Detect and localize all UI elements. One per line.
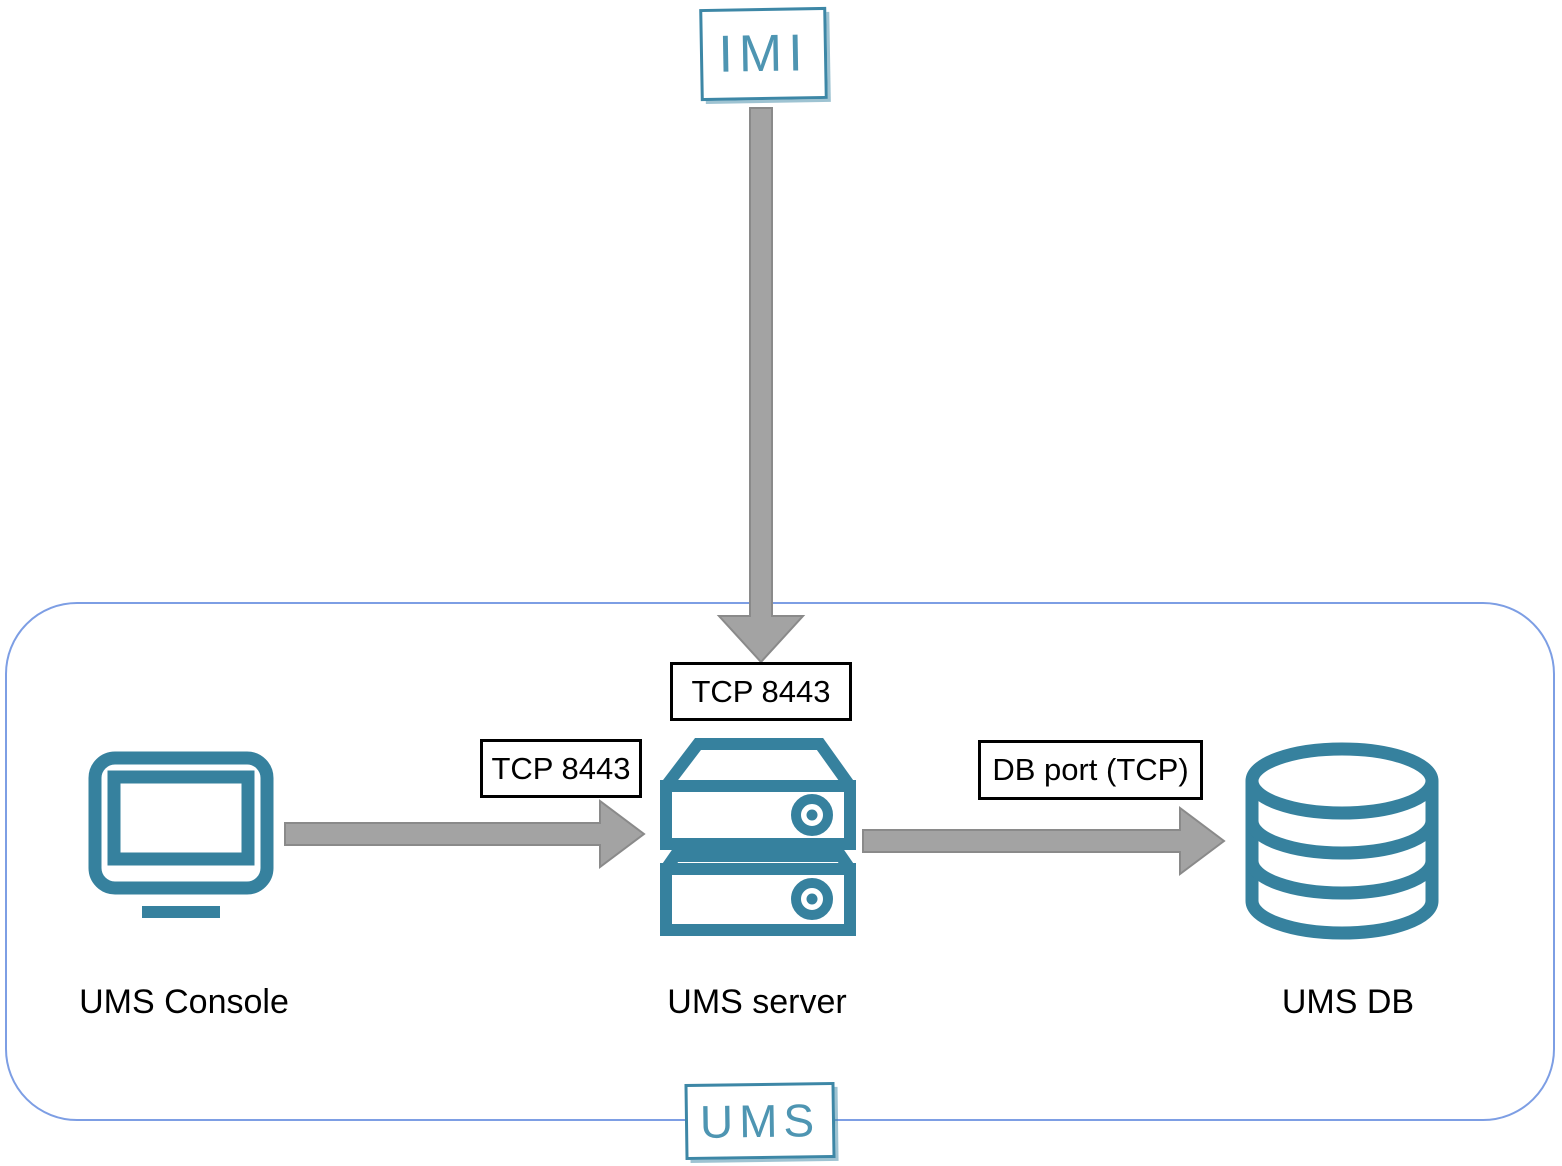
port-label-imi-to-server: TCP 8443 — [670, 662, 852, 721]
ums-group-node: UMS — [684, 1081, 836, 1161]
database-icon — [1245, 742, 1439, 940]
monitor-icon — [88, 751, 274, 918]
node-label-ums-db: UMS DB — [1281, 983, 1415, 1021]
server-icon — [660, 738, 856, 936]
imi-label: IMI — [717, 24, 810, 84]
ums-group-label: UMS — [699, 1094, 821, 1148]
imi-node: IMI — [699, 6, 828, 102]
port-label-server-to-db: DB port (TCP) — [978, 740, 1203, 800]
port-label-console-to-server: TCP 8443 — [480, 739, 642, 798]
node-label-ums-server: UMS server — [667, 983, 847, 1021]
node-label-ums-console: UMS Console — [79, 983, 289, 1021]
arrow-imi-to-server — [716, 107, 806, 664]
arrow-console-to-server — [284, 799, 646, 869]
arrow-server-to-db — [862, 806, 1226, 876]
